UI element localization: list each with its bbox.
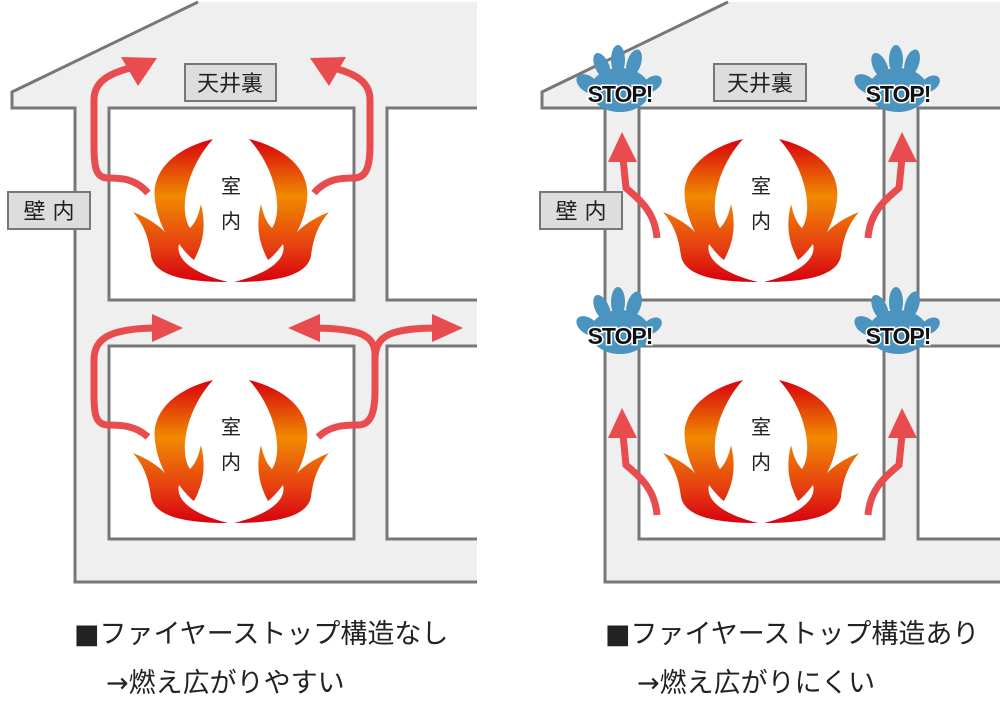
svg-text:内: 内 bbox=[221, 209, 241, 233]
svg-text:室: 室 bbox=[221, 174, 241, 198]
svg-text:STOP!: STOP! bbox=[866, 81, 931, 107]
svg-text:室: 室 bbox=[751, 174, 771, 198]
svg-text:天井裏: 天井裏 bbox=[197, 72, 263, 97]
svg-text:STOP!: STOP! bbox=[588, 81, 653, 107]
attic-label: 天井裏 bbox=[184, 63, 277, 102]
arrowheads bbox=[608, 132, 917, 438]
svg-text:天井裏: 天井裏 bbox=[727, 72, 793, 97]
svg-text:壁 内: 壁 内 bbox=[556, 200, 607, 225]
wall-label: 壁 内 bbox=[7, 191, 91, 230]
stop-hand-icon: STOP! bbox=[572, 287, 666, 354]
svg-text:室: 室 bbox=[751, 415, 771, 439]
room-lower bbox=[107, 344, 356, 541]
svg-text:STOP!: STOP! bbox=[588, 323, 653, 349]
arrowheads bbox=[121, 57, 463, 342]
room-upper bbox=[107, 106, 356, 302]
svg-text:STOP!: STOP! bbox=[866, 323, 931, 349]
arrow-icon bbox=[90, 64, 441, 440]
svg-text:壁 内: 壁 内 bbox=[24, 200, 75, 225]
svg-text:内: 内 bbox=[751, 209, 771, 233]
attic-label: 天井裏 bbox=[713, 63, 807, 102]
caption-without-firestop: ■ファイヤーストップ構造なし bbox=[74, 619, 448, 650]
stop-hand-icon: STOP! bbox=[850, 45, 944, 112]
caption-result-resists: →燃え広がりにくい bbox=[637, 668, 875, 699]
room-lower bbox=[637, 344, 886, 541]
room-upper bbox=[637, 106, 886, 302]
arrow-icon bbox=[619, 157, 906, 516]
caption-result-spreads: →燃え広がりやすい bbox=[106, 668, 345, 699]
stop-hand-icon: STOP! bbox=[850, 287, 944, 354]
svg-text:内: 内 bbox=[751, 450, 771, 474]
svg-text:内: 内 bbox=[221, 450, 241, 474]
caption-with-firestop: ■ファイヤーストップ構造あり bbox=[605, 619, 979, 650]
wall-label: 壁 内 bbox=[539, 191, 623, 230]
house-without-firestop: 天井裏 壁 内 室 内 室 内 bbox=[7, 0, 477, 584]
svg-text:室: 室 bbox=[221, 415, 241, 439]
house-with-firestop: 天井裏 壁 内 室 内 室 内 STOP! STOP bbox=[539, 0, 1000, 584]
stop-hand-icon: STOP! bbox=[572, 45, 666, 112]
